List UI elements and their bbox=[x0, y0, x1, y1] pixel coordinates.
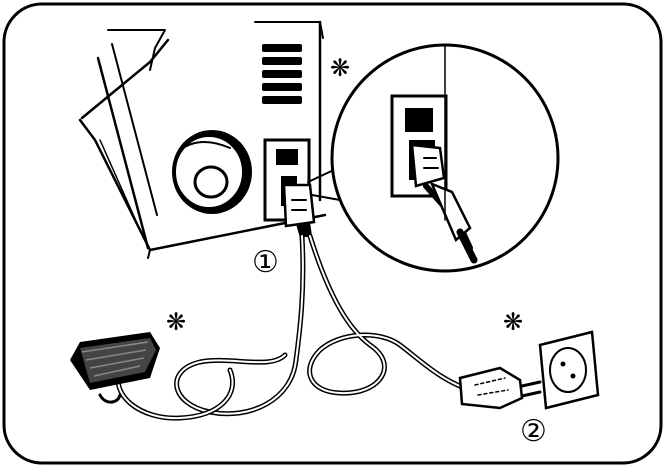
mains-plug bbox=[458, 366, 542, 410]
foot-pedal bbox=[70, 332, 160, 404]
vent-grille bbox=[262, 44, 302, 104]
hand-wheel bbox=[172, 130, 252, 214]
callout-wall-outlet: ② bbox=[520, 414, 547, 449]
callout-machine-socket: ① bbox=[252, 245, 279, 280]
zoom-inset bbox=[307, 43, 560, 273]
wall-outlet bbox=[538, 330, 600, 410]
asterisk-mark-top: ❋ bbox=[330, 54, 350, 82]
machine-plug bbox=[282, 183, 316, 238]
asterisk-mark-right: ❋ bbox=[503, 308, 523, 336]
power-cables bbox=[115, 233, 473, 421]
asterisk-mark-left: ❋ bbox=[166, 308, 186, 336]
sewing-machine-body bbox=[78, 20, 327, 259]
